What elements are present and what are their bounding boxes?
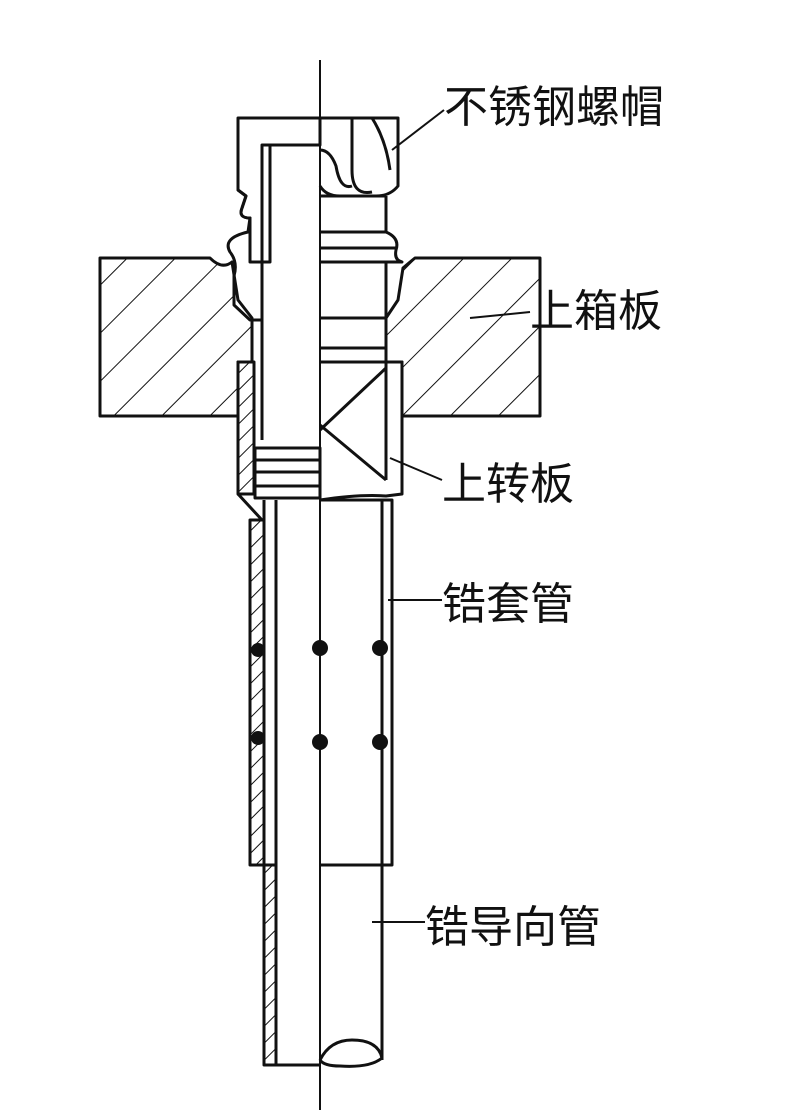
label-upper-rotating-plate: 上转板: [442, 459, 574, 510]
dimple-dot: [251, 731, 265, 745]
dimple-dot: [372, 640, 388, 656]
stainless-nut-right-view: [318, 116, 404, 350]
label-stainless-nut: 不锈钢螺帽: [444, 82, 664, 133]
zirconium-sleeve: [248, 498, 394, 1065]
dimple-dot: [312, 640, 328, 656]
upper-box-plate-left: [98, 256, 254, 418]
stainless-nut-left-section: [226, 116, 322, 440]
label-upper-box-plate: 上箱板: [530, 286, 662, 337]
dimple-dot: [251, 643, 265, 657]
leader-upper-box-plate: [469, 311, 531, 319]
lock-ring: [253, 446, 322, 500]
label-zirconium-sleeve: 锆套管: [442, 579, 574, 630]
upper-rotating-plate: [236, 360, 404, 522]
label-zirconium-guide-tube: 锆导向管: [425, 902, 601, 953]
dimples: [251, 640, 388, 750]
leader-upper-rotating-plate: [389, 457, 443, 481]
leader-lines: [372, 109, 531, 923]
dimple-dot: [372, 734, 388, 750]
upper-box-plate-right: [384, 256, 542, 418]
zirconium-guide-tube: [262, 500, 384, 1068]
dimple-dot: [312, 734, 328, 750]
leader-stainless-nut: [391, 109, 445, 151]
